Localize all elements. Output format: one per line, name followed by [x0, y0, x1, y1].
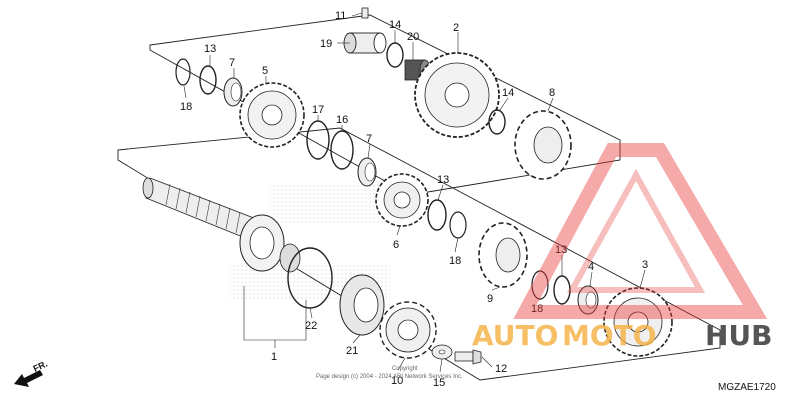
callout-15: 15	[433, 377, 445, 389]
gear-part-5	[239, 82, 305, 148]
lower-shaft-panel	[117, 127, 721, 381]
callout-11: 11	[335, 10, 346, 22]
washer-part-13-upper	[199, 65, 217, 95]
washer-part-17	[306, 120, 330, 160]
bushing-part-7-upper	[223, 77, 243, 107]
bushing-part-4	[577, 285, 599, 315]
callout-3: 3	[642, 259, 648, 271]
callout-22: 22	[305, 320, 317, 332]
front-label: FR.	[32, 359, 49, 374]
callout-18-upper: 18	[180, 101, 192, 113]
callout-18-middle: 18	[449, 255, 461, 267]
pin-part-11	[361, 7, 369, 19]
callout-labels: 11 19 14 20 2 14 8 13 7 5 18 17 16 7 6 1…	[180, 10, 648, 389]
washer-part-15	[431, 344, 453, 360]
diagram-code: MGZAE1720	[718, 382, 776, 393]
gear-part-3	[603, 287, 673, 357]
callout-10: 10	[391, 375, 403, 387]
callout-2: 2	[453, 22, 459, 34]
copyright-notice: Page design (c) 2004 - 2024 ARI Network …	[316, 374, 463, 380]
mainshaft-part-1	[142, 177, 301, 273]
watermark-auto-text: AUTO	[472, 319, 558, 352]
callout-21: 21	[346, 345, 358, 357]
automotohub-watermark-logo	[513, 143, 768, 319]
callout-12: 12	[495, 363, 507, 375]
callout-13-upper: 13	[204, 43, 216, 55]
front-direction-arrow-icon: FR.	[14, 359, 49, 387]
drive-sprocket-part-10	[379, 301, 437, 359]
snap-ring-part-18-upper	[175, 58, 191, 86]
bolt-part-12	[454, 349, 482, 365]
callout-7-upper: 7	[229, 57, 235, 69]
callout-17: 17	[312, 104, 324, 116]
callout-7-lower: 7	[366, 133, 372, 145]
washer-part-14-lower	[488, 109, 506, 135]
callout-8: 8	[549, 87, 555, 99]
callout-14-top: 14	[389, 19, 401, 31]
callout-9: 9	[487, 293, 493, 305]
bearing-part-19	[343, 32, 387, 54]
gear-part-9	[478, 222, 528, 288]
callout-16: 16	[336, 114, 348, 126]
washer-part-16	[330, 130, 354, 170]
callout-14-right: 14	[502, 87, 514, 99]
bushing-part-7-lower	[357, 157, 377, 187]
gear-part-6	[375, 173, 429, 227]
callout-1: 1	[271, 351, 277, 363]
callout-13-lower: 13	[555, 244, 567, 256]
watermark-hub-text: HUB	[705, 319, 773, 352]
callout-18-lower: 18	[531, 303, 543, 315]
callout-6: 6	[393, 239, 399, 251]
gear-part-2	[414, 52, 500, 138]
callout-5: 5	[262, 65, 268, 77]
washer-part-13-lower	[553, 275, 571, 305]
oil-seal-part-21	[339, 274, 385, 336]
callout-4: 4	[588, 261, 594, 273]
callout-19: 19	[320, 38, 332, 50]
callout-20: 20	[407, 31, 419, 43]
gear-part-8	[514, 110, 572, 180]
automotohub-wordmark: AUTO MOTO HUB	[472, 319, 773, 352]
watermark-triangle-icon	[513, 143, 768, 319]
callout-13-middle: 13	[437, 174, 449, 186]
leader-lines	[183, 12, 646, 373]
upper-shaft-panel	[149, 14, 621, 196]
washer-part-13-middle	[427, 199, 447, 231]
washer-part-14-upper	[386, 42, 404, 68]
snap-ring-part-18-middle	[449, 211, 467, 239]
watermark-moto-text: MOTO	[562, 319, 657, 352]
copyright-title: Copyright	[392, 366, 418, 372]
